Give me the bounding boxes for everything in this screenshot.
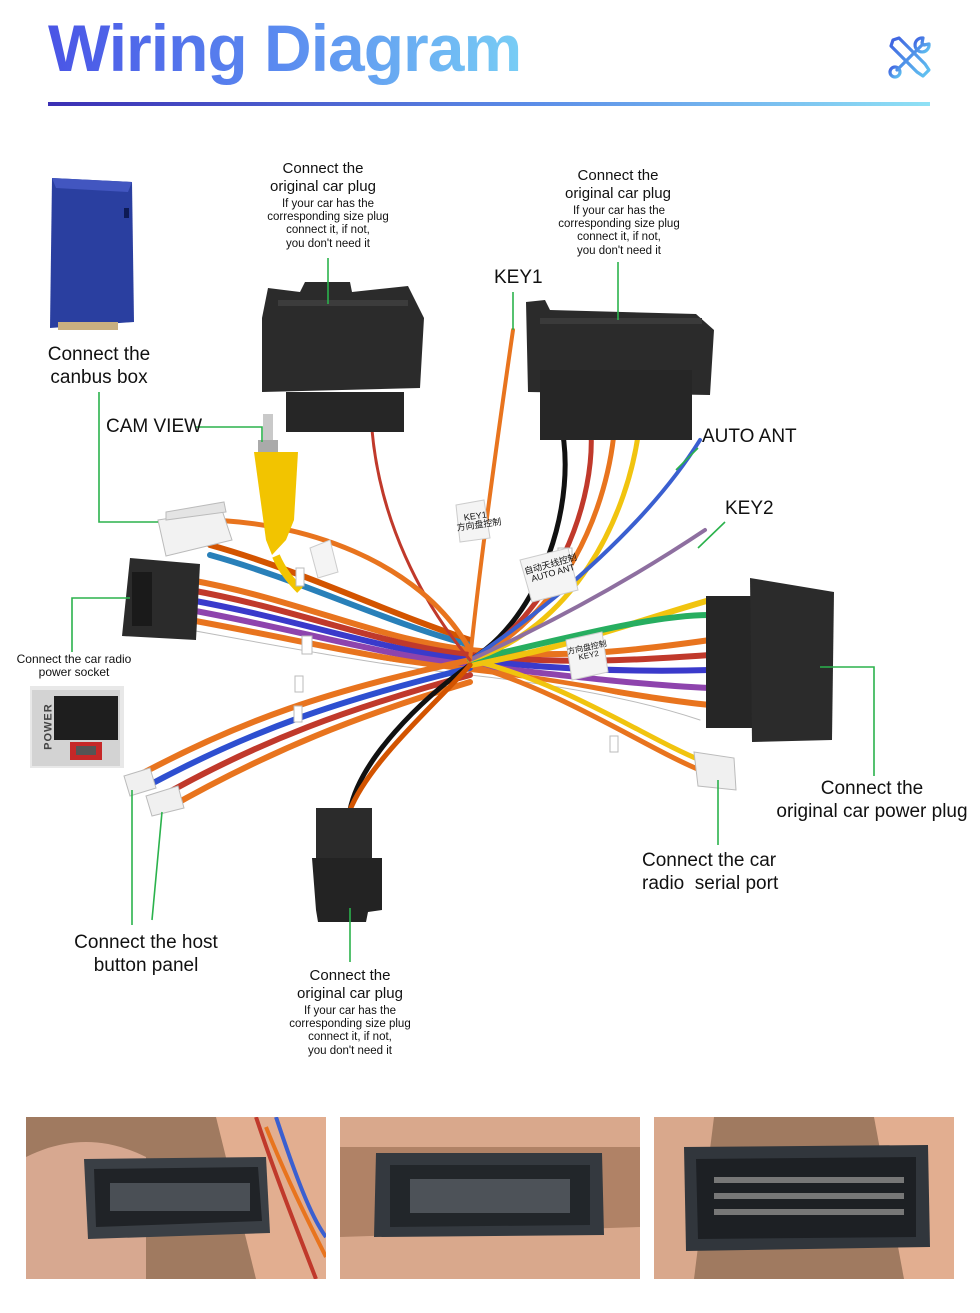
rca-plug (254, 414, 303, 593)
wire-bundle (127, 328, 713, 813)
cable-ties (293, 499, 619, 753)
power-plug-connector (706, 578, 834, 742)
canbus-connector (157, 501, 233, 557)
leader-lines (71, 258, 875, 962)
label-key1: KEY1 (494, 267, 543, 288)
photo-plug-2 (340, 1117, 640, 1279)
photo-plug-3 (654, 1117, 954, 1279)
page-title: Wiring Diagram (48, 11, 522, 85)
plug-top-right (526, 300, 714, 440)
button-panel-connectors (123, 767, 185, 817)
title-underline (48, 102, 930, 106)
label-key2: KEY2 (725, 498, 774, 519)
canbus-box (50, 178, 134, 330)
label-plug-top-right: Connect the original car plug (565, 167, 671, 202)
label-auto-ant: AUTO ANT (702, 426, 797, 447)
photo-plug-1 (26, 1117, 326, 1279)
power-socket-marking: POWER (42, 703, 55, 750)
label-plug-bottom: Connect the original car plug (297, 967, 403, 1002)
label-radio-power-socket: Connect the car radio power socket (16, 652, 132, 680)
label-power-plug: Connect the original car power plug (776, 778, 968, 822)
plug-top-left (262, 282, 424, 432)
tools-icon (888, 36, 931, 79)
label-plug-top-left: Connect the original car plug (270, 160, 376, 195)
note-plug-top-left: If your car has the corresponding size p… (267, 198, 389, 250)
label-canbus-box: Connect the canbus box (47, 344, 151, 388)
label-cam-view: CAM VIEW (106, 416, 203, 437)
radio-power-connector (122, 558, 200, 640)
power-socket-image (30, 686, 124, 768)
serial-port-connector (693, 751, 737, 791)
label-serial-port: Connect the car radio serial port (642, 850, 779, 894)
note-plug-top-right: If your car has the corresponding size p… (558, 205, 680, 257)
label-button-panel: Connect the host button panel (74, 932, 218, 976)
note-plug-bottom: If your car has the corresponding size p… (289, 1005, 411, 1057)
plug-bottom (312, 808, 382, 922)
